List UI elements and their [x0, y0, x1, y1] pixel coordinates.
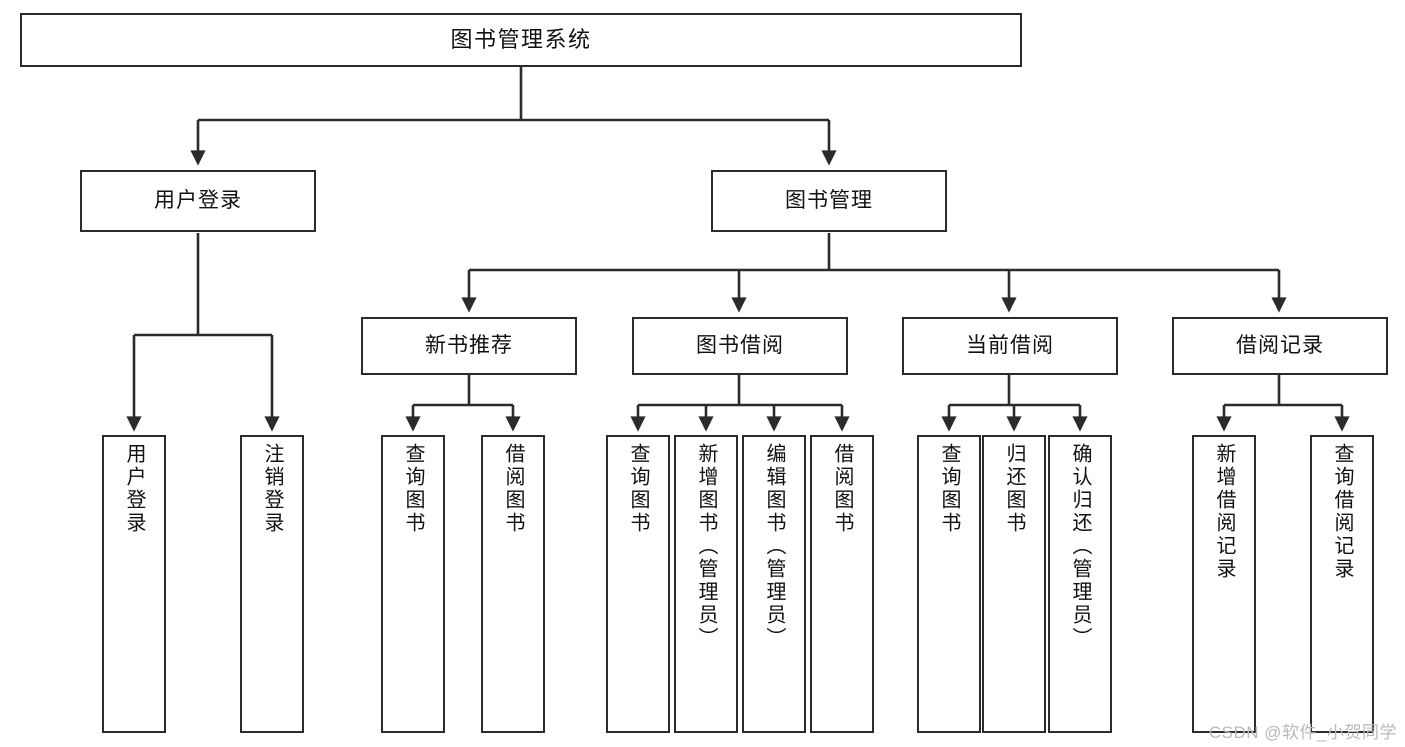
- node-label: 图书管理系统: [450, 27, 592, 53]
- leaf-user-login[interactable]: 用户登录: [102, 435, 166, 733]
- node-label: 当前借阅: [966, 333, 1054, 357]
- node-label: 用户登录: [154, 188, 242, 212]
- leaf-logout-login[interactable]: 注销登录: [240, 435, 304, 733]
- leaf-borrow-book[interactable]: 借阅图书: [810, 435, 874, 733]
- node-label: 新书推荐: [425, 333, 513, 357]
- node-label: 用户登录: [123, 443, 145, 535]
- node-label: 查询图书: [627, 443, 649, 535]
- node-root-book-management-system[interactable]: 图书管理系统: [20, 13, 1022, 67]
- leaf-edit-book-admin[interactable]: 编辑图书（管理员）: [742, 435, 806, 733]
- node-label: 编辑图书（管理员）: [763, 443, 785, 650]
- leaf-return-book[interactable]: 归还图书: [982, 435, 1046, 733]
- node-label: 新增图书（管理员）: [695, 443, 717, 650]
- node-label: 借阅图书: [831, 443, 853, 535]
- node-label: 借阅记录: [1236, 333, 1324, 357]
- leaf-add-borrow-record[interactable]: 新增借阅记录: [1192, 435, 1256, 733]
- node-borrowing-record[interactable]: 借阅记录: [1172, 317, 1388, 375]
- leaf-query-borrow-record[interactable]: 查询借阅记录: [1310, 435, 1374, 733]
- leaf-add-book-admin[interactable]: 新增图书（管理员）: [674, 435, 738, 733]
- node-label: 查询图书: [938, 443, 960, 535]
- leaf-query-book-new-rec[interactable]: 查询图书: [381, 435, 445, 733]
- csdn-watermark: CSDN @软件_小贺同学: [1208, 723, 1397, 742]
- leaf-confirm-return-admin[interactable]: 确认归还（管理员）: [1048, 435, 1112, 733]
- node-label: 查询借阅记录: [1331, 443, 1353, 581]
- node-label: 新增借阅记录: [1213, 443, 1235, 581]
- leaf-query-book-current[interactable]: 查询图书: [917, 435, 981, 733]
- node-new-book-recommendation[interactable]: 新书推荐: [361, 317, 577, 375]
- leaf-query-book-borrow[interactable]: 查询图书: [606, 435, 670, 733]
- node-user-login[interactable]: 用户登录: [80, 170, 316, 232]
- node-current-borrowing[interactable]: 当前借阅: [902, 317, 1118, 375]
- node-label: 借阅图书: [502, 443, 524, 535]
- node-label: 图书借阅: [696, 333, 784, 357]
- node-label: 查询图书: [402, 443, 424, 535]
- node-label: 确认归还（管理员）: [1069, 443, 1091, 650]
- leaf-borrow-book-new-rec[interactable]: 借阅图书: [481, 435, 545, 733]
- node-book-borrowing[interactable]: 图书借阅: [632, 317, 848, 375]
- node-label: 注销登录: [261, 443, 283, 535]
- node-label: 归还图书: [1003, 443, 1025, 535]
- node-book-management[interactable]: 图书管理: [711, 170, 947, 232]
- node-label: 图书管理: [785, 188, 873, 212]
